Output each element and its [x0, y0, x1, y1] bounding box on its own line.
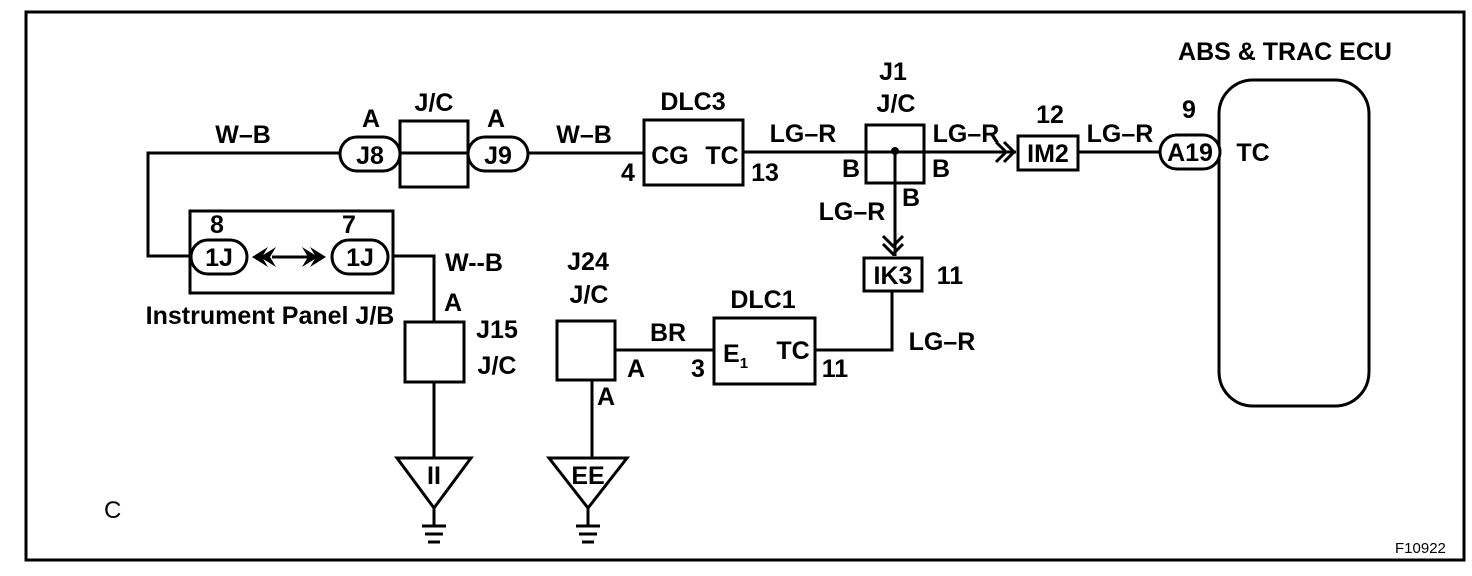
- connector-j8-pin: A: [362, 105, 380, 133]
- diagram-frame: [24, 10, 1466, 562]
- section-letter: C: [104, 497, 121, 524]
- connector-j8-label: J8: [356, 142, 384, 170]
- chevron-left-icon: [260, 247, 276, 267]
- j15-pin: A: [444, 289, 462, 317]
- ground-ii-label: II: [427, 462, 441, 490]
- connector-a19-label: A19: [1167, 139, 1213, 167]
- connector-1j-left: [189, 238, 249, 276]
- j24-pin-right: A: [627, 355, 645, 383]
- ecu-pin: 9: [1182, 96, 1196, 124]
- wire-label-lgr-3: LG–R: [819, 198, 886, 226]
- ik3-label: IK3: [874, 262, 913, 290]
- dlc3-pin-13: 13: [751, 159, 779, 187]
- wire-label-br: BR: [650, 319, 686, 347]
- ground-ee: EE: [545, 456, 631, 544]
- connector-j9-pin: A: [487, 105, 505, 133]
- connector-1j-left-pin: 8: [210, 211, 224, 239]
- im2-box: [1016, 134, 1080, 172]
- dlc3-terminal-cg: CG: [651, 142, 689, 170]
- connector-1j-right-label: 1J: [346, 244, 374, 272]
- j24-id: J24: [567, 248, 609, 276]
- im2-label: IM2: [1027, 140, 1069, 168]
- dlc3-box: [642, 118, 745, 187]
- ik3-box: [862, 256, 924, 293]
- dlc1-pin-3: 3: [691, 355, 705, 383]
- j1-splice-dot: [891, 147, 899, 155]
- ground-ee-label: EE: [571, 462, 604, 490]
- connector-j9-label: J9: [484, 142, 512, 170]
- wire-label-lgr-2: LG–R: [933, 120, 1000, 148]
- wire-label-wb-top: W–B: [215, 121, 271, 149]
- connector-j9: [466, 135, 530, 173]
- wire-label-wb-mid: W–B: [556, 121, 612, 149]
- wire-ipjb-j15: [393, 254, 436, 458]
- j1-pin-left: B: [842, 155, 860, 183]
- dlc1-terminal-e: E: [723, 340, 740, 368]
- dlc1-label: DLC1: [730, 286, 795, 314]
- chevron-right-icon-3: [310, 247, 326, 267]
- dlc3-label: DLC3: [660, 88, 725, 116]
- connector-1j-left-label: 1J: [205, 244, 233, 272]
- ipjb-label: Instrument Panel J/B: [146, 302, 395, 330]
- j1-pin-bottom: B: [902, 184, 920, 212]
- j15-id: J15: [476, 316, 518, 344]
- j15-box: [403, 320, 466, 384]
- wire-label-lgr-1: LG–R: [770, 120, 837, 148]
- dlc3-pin-4: 4: [621, 159, 635, 187]
- wire-ik3-dlc1: [815, 290, 894, 352]
- wire-label-lgr-5: LG–R: [909, 328, 976, 356]
- ecu-terminal-tc: TC: [1236, 139, 1269, 167]
- figure-id: F10922: [1395, 540, 1446, 557]
- jc-top-label: J/C: [415, 89, 454, 117]
- dlc1-pin-11: 11: [822, 355, 849, 383]
- chevron-left-icon-2: [252, 247, 268, 267]
- chevron-down-icon: [881, 234, 905, 257]
- dlc1-box: [712, 316, 817, 386]
- im2-pin: 12: [1036, 101, 1064, 129]
- wire-label-lgr-4: LG–R: [1087, 120, 1154, 148]
- j1-type: J/C: [877, 90, 916, 118]
- dlc3-terminal-tc: TC: [705, 142, 738, 170]
- j24-pin-bottom: A: [597, 383, 615, 411]
- ground-ii: II: [394, 456, 474, 544]
- j1-pin-right: B: [932, 155, 950, 183]
- j24-type: J/C: [570, 281, 609, 309]
- dlc1-terminal-e1: E1: [723, 340, 748, 372]
- ecu-box: [1217, 78, 1371, 408]
- ground-ii-triangle: [394, 456, 474, 511]
- wire-wb-loop: [146, 151, 340, 258]
- ik3-pin: 11: [937, 262, 964, 290]
- connector-1j-right: [330, 238, 390, 276]
- j24-box: [555, 319, 617, 382]
- chevron-right-icon-2: [302, 247, 318, 267]
- dlc1-terminal-e-sub: 1: [740, 355, 748, 372]
- j1-id: J1: [879, 58, 907, 86]
- ecu-title: ABS & TRAC ECU: [1178, 38, 1392, 66]
- chevron-right-icon: [994, 140, 1017, 164]
- ground-ee-triangle: [545, 456, 631, 511]
- connector-1j-right-pin: 7: [342, 211, 356, 239]
- connector-j8: [338, 135, 402, 173]
- connector-a19: [1158, 133, 1222, 171]
- wire-label-wb-ipjb: W--B: [445, 249, 503, 277]
- j15-type: J/C: [478, 352, 517, 380]
- dlc1-terminal-tc: TC: [776, 337, 809, 365]
